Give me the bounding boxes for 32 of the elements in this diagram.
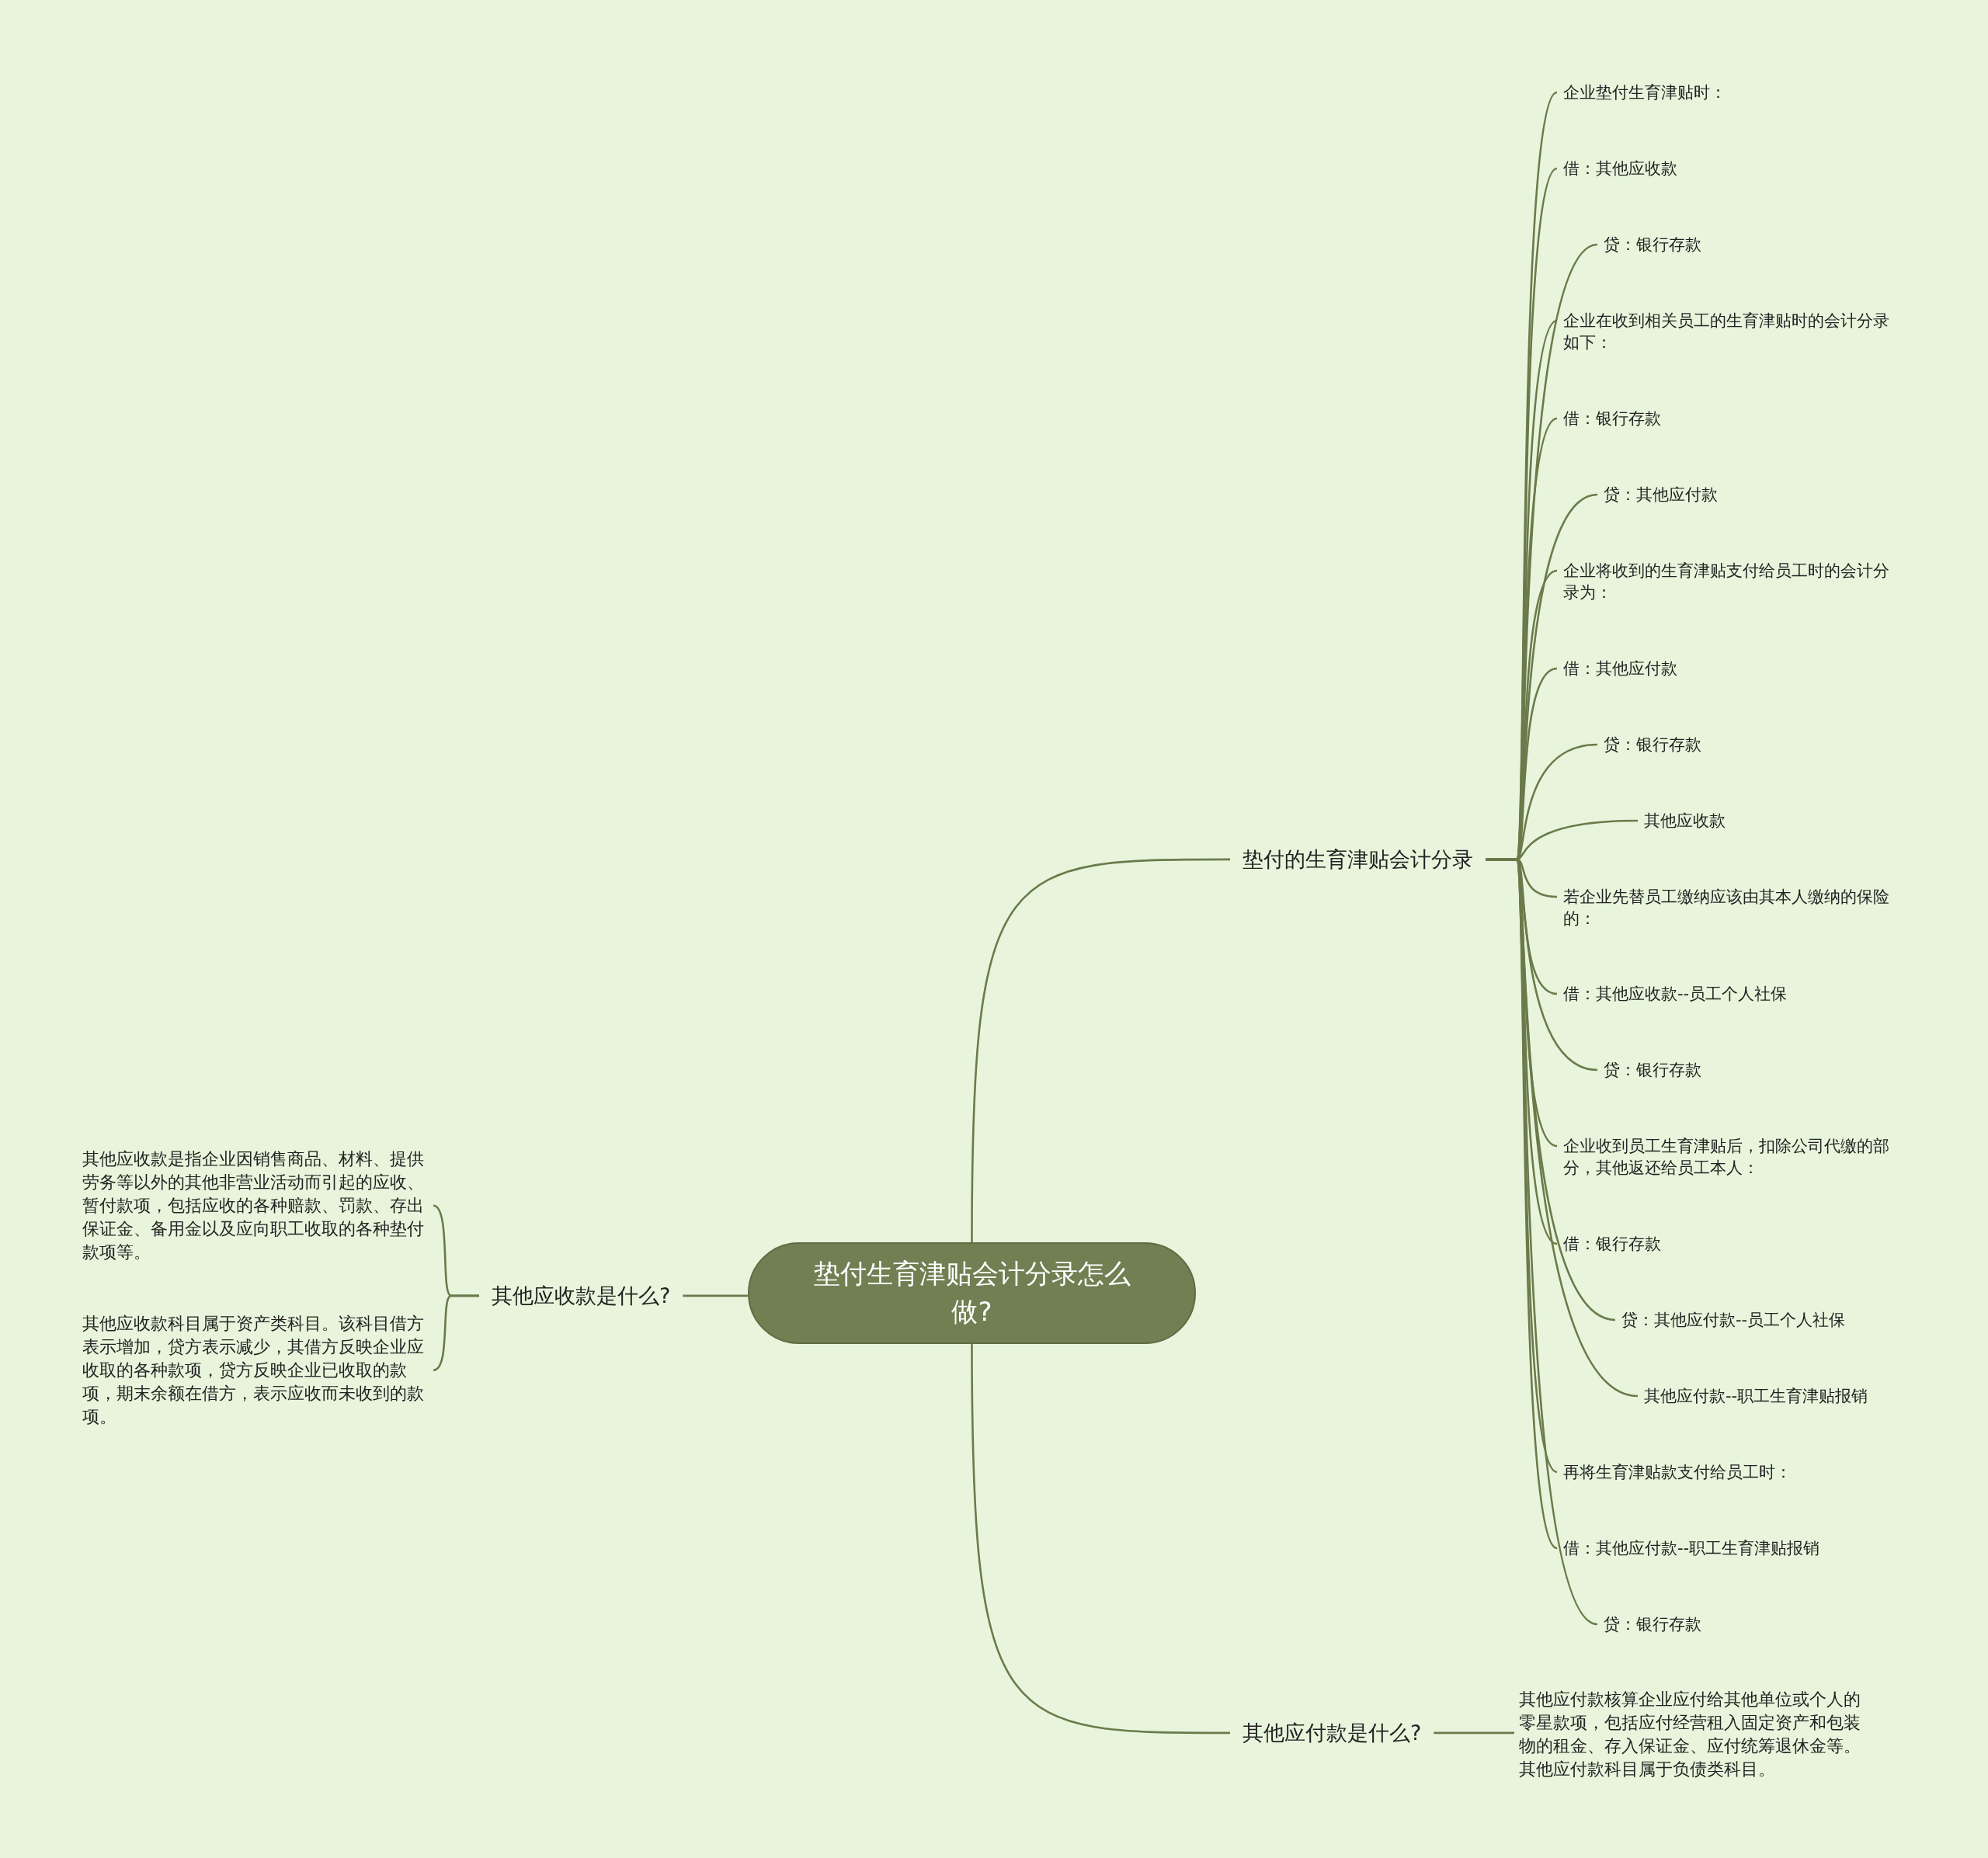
topic-text: 贷：银行存款: [1604, 234, 1702, 255]
connector-line: [683, 1294, 748, 1297]
topic-text: 贷：银行存款: [1604, 1614, 1702, 1635]
topic-text: 垫付的生育津贴会计分录: [1242, 846, 1473, 873]
topic-text: 其他应付款是什么?: [1242, 1720, 1422, 1746]
topic-text: 其他应付款--职工生育津贴报销: [1644, 1386, 1869, 1407]
topic-text: 贷：其他应付款: [1604, 484, 1719, 505]
topic-text: 其他应收款科目属于资产类科目。该科目借方表示增加，贷方表示减少，其借方反映企业应收取的各种款项，贷方反映企业已收取的款项，期末余额在借方，表示应收而未收到的款项。: [82, 1313, 425, 1428]
connector-line: [433, 1294, 479, 1371]
topic-text: 贷：银行存款: [1604, 1060, 1702, 1081]
topic-text: 贷：其他应付款--员工个人社保: [1621, 1310, 1847, 1331]
topic-text: 企业将收到的生育津贴支付给员工时的会计分录为：: [1563, 561, 1890, 604]
connector-line: [971, 1343, 1230, 1735]
topic-text: 若企业先替员工缴纳应该由其本人缴纳的保险的：: [1563, 887, 1890, 930]
connector-line: [971, 858, 1230, 1242]
topic-text: 借：其他应收款: [1563, 158, 1678, 179]
central-topic: 垫付生育津贴会计分录怎么做?: [748, 1242, 1196, 1344]
topic-text: 其他应收款是指企业因销售商品、材料、提供劳务等以外的其他非营业活动而引起的应收、暂付款项，包括应收的各种赔款、罚款、存出保证金、备用金以及应向职工收取的各种垫付款项等。: [82, 1148, 425, 1263]
topic-text: 借：其他应付款: [1563, 658, 1678, 679]
topic-text: 借：银行存款: [1563, 1234, 1662, 1255]
topic-text: 借：其他应收款--员工个人社保: [1563, 984, 1788, 1005]
topic-text: 借：银行存款: [1563, 408, 1662, 429]
connector-line: [1434, 1731, 1514, 1735]
topic-text: 借：其他应付款--职工生育津贴报销: [1563, 1538, 1821, 1559]
topic-text: 其他应收款是什么?: [492, 1283, 671, 1309]
topic-text: 贷：银行存款: [1604, 735, 1702, 755]
topic-text: 企业收到员工生育津贴后，扣除公司代缴的部分，其他返还给员工本人：: [1563, 1136, 1890, 1179]
topic-text: 再将生育津贴款支付给员工时：: [1563, 1462, 1792, 1483]
topic-text: 其他应付款核算企业应付给其他单位或个人的零星款项，包括应付经营租入固定资产和包装物的租金、存入保证金、应付统筹退休金等。其他应付款科目属于负债类科目。: [1519, 1689, 1861, 1780]
topic-text: 其他应收款: [1644, 811, 1726, 832]
topic-text: 企业垫付生育津贴时：: [1563, 82, 1727, 103]
topic-text: 企业在收到相关员工的生育津贴时的会计分录如下：: [1563, 311, 1890, 354]
